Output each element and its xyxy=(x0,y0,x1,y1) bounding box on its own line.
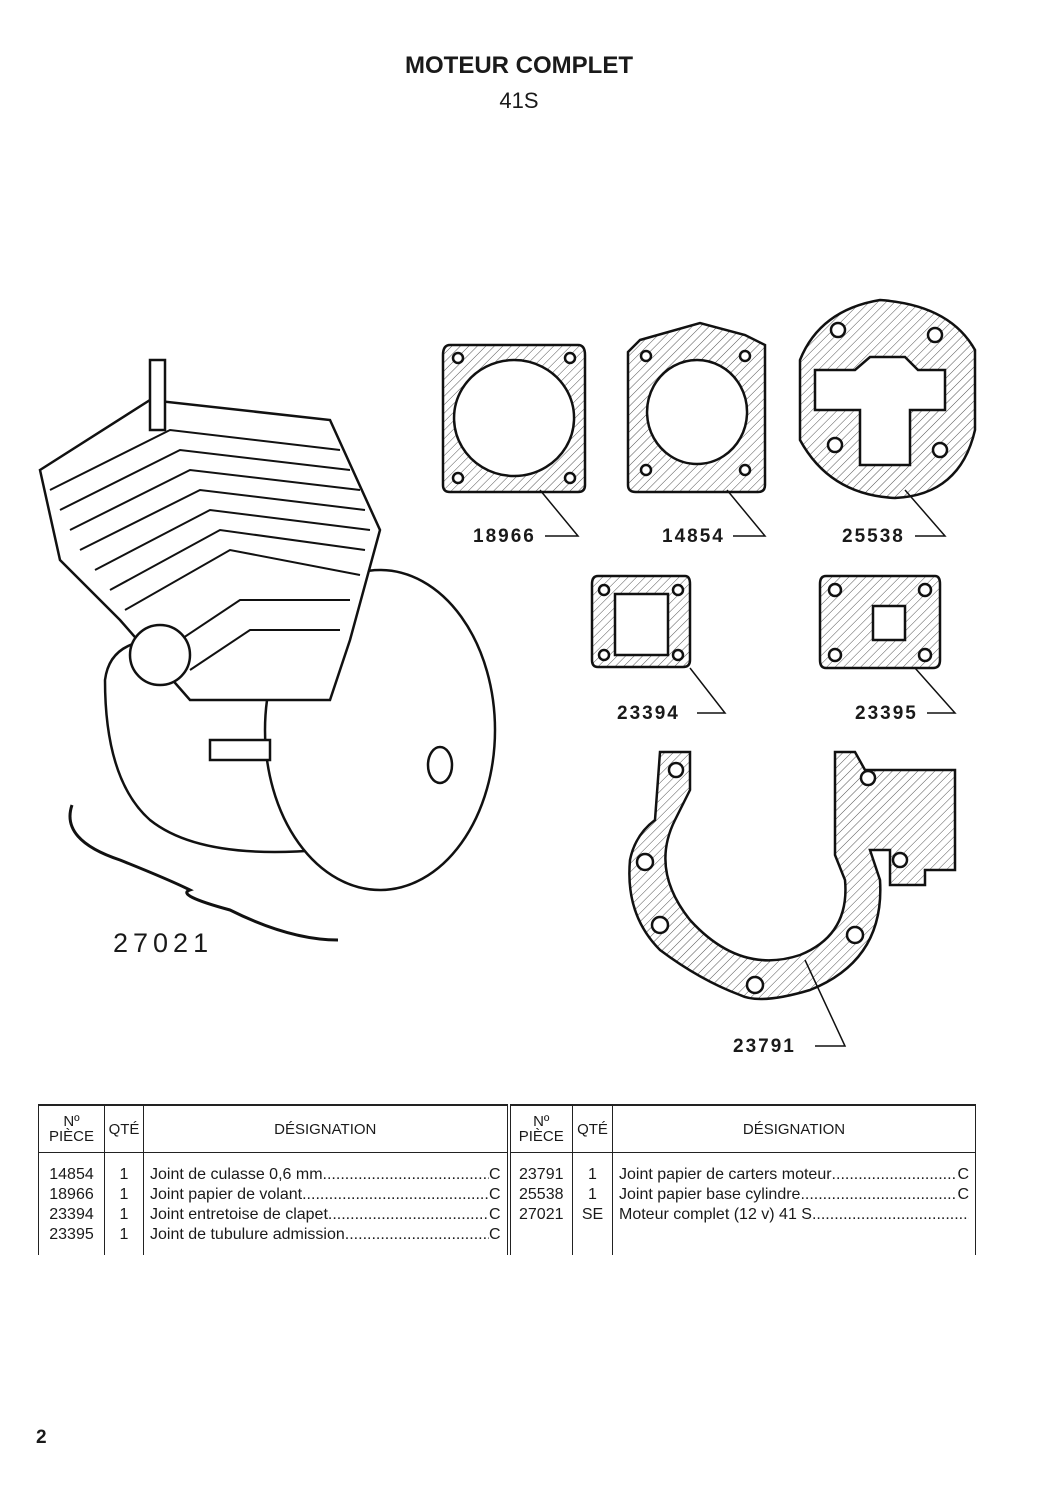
code: C xyxy=(957,1186,969,1203)
gasket-23394-drawing xyxy=(590,574,692,669)
col-piece: Nº PIÈCE xyxy=(38,1104,105,1153)
label-27021: 27021 xyxy=(113,928,214,958)
code: C xyxy=(488,1186,501,1203)
dot-leader xyxy=(302,1185,489,1205)
left-designations: Joint de culasse 0,6 mm C Joint papier de… xyxy=(143,1152,509,1255)
table-row: Joint papier de volant C xyxy=(150,1185,501,1205)
exploded-diagram xyxy=(38,298,977,1047)
quantity: 1 xyxy=(119,1226,129,1243)
piece-number: 18966 xyxy=(49,1186,94,1203)
gasket-23395-drawing xyxy=(818,574,942,670)
brace-27021 xyxy=(68,804,339,942)
designation: Joint papier de carters moteur xyxy=(619,1166,832,1183)
quantity: 1 xyxy=(588,1186,597,1203)
label-23395: 23395 xyxy=(855,703,918,724)
table-row: Joint de tubulure admission C xyxy=(150,1225,501,1245)
parts-table: Nº PIÈCE QTÉ DÉSIGNATION Nº PIÈCE QTÉ DÉ… xyxy=(38,1104,976,1255)
quantity: 1 xyxy=(119,1186,129,1203)
table-row: Moteur complet (12 v) 41 S xyxy=(619,1205,969,1225)
piece-number: 23395 xyxy=(49,1226,94,1243)
label-23791: 23791 xyxy=(733,1036,796,1057)
designation: Joint papier base cylindre xyxy=(619,1186,801,1203)
piece-number: 23791 xyxy=(519,1166,564,1183)
quantity: 1 xyxy=(119,1206,129,1223)
dot-leader xyxy=(345,1225,489,1245)
designation: Joint de culasse 0,6 mm xyxy=(150,1166,323,1183)
page-title: MOTEUR COMPLET xyxy=(405,52,633,79)
leader-lines xyxy=(539,489,957,1047)
table-row: Joint papier de carters moteur C xyxy=(619,1165,969,1185)
right-designations: Joint papier de carters moteurC Joint pa… xyxy=(612,1152,976,1255)
gasket-25538-drawing xyxy=(798,298,977,500)
quantity: 1 xyxy=(119,1166,129,1183)
left-qtys: 1 1 1 1 xyxy=(104,1152,144,1255)
dot-leader xyxy=(800,1185,957,1205)
table-row: Joint entretoise de clapet C xyxy=(150,1205,501,1225)
table-row: Joint papier base cylindre C xyxy=(619,1185,969,1205)
label-25538: 25538 xyxy=(842,526,905,547)
designation: Joint de tubulure admission xyxy=(150,1226,345,1243)
left-pieces: 14854 18966 23394 23395 xyxy=(38,1152,105,1255)
designation: Joint entretoise de clapet xyxy=(150,1206,328,1223)
gasket-23791-drawing xyxy=(628,750,957,1001)
code: C xyxy=(957,1166,969,1183)
engine-27021-drawing xyxy=(38,358,497,892)
page-subtitle: 41S xyxy=(499,88,539,113)
gasket-14854-drawing xyxy=(626,321,767,494)
designation: Moteur complet (12 v) 41 S xyxy=(619,1206,812,1223)
page-number: 2 xyxy=(36,1427,47,1448)
gasket-18966-drawing xyxy=(441,343,587,494)
quantity: 1 xyxy=(588,1166,597,1183)
col-piece-2: Nº PIÈCE xyxy=(506,1104,573,1153)
right-pieces: 23791 25538 27021 xyxy=(506,1152,573,1255)
dot-leader xyxy=(812,1205,969,1225)
col-designation: DÉSIGNATION xyxy=(143,1104,509,1153)
label-14854: 14854 xyxy=(662,526,725,547)
label-23394: 23394 xyxy=(617,703,680,724)
col-designation-2: DÉSIGNATION xyxy=(612,1104,976,1153)
designation: Joint papier de volant xyxy=(150,1186,303,1203)
col-qte-2: QTÉ xyxy=(572,1104,613,1153)
dot-leader xyxy=(328,1205,489,1225)
label-18966: 18966 xyxy=(473,526,536,547)
col-qte: QTÉ xyxy=(104,1104,144,1153)
dot-leader xyxy=(832,1165,958,1185)
piece-number: 23394 xyxy=(49,1206,94,1223)
piece-number: 14854 xyxy=(49,1166,94,1183)
dot-leader xyxy=(323,1165,489,1185)
code: C xyxy=(488,1226,501,1243)
quantity: SE xyxy=(581,1206,604,1223)
piece-number: 27021 xyxy=(519,1206,564,1223)
piece-number: 25538 xyxy=(519,1186,564,1203)
table-row: Joint de culasse 0,6 mm C xyxy=(150,1165,501,1185)
code: C xyxy=(488,1166,501,1183)
code: C xyxy=(488,1206,501,1223)
